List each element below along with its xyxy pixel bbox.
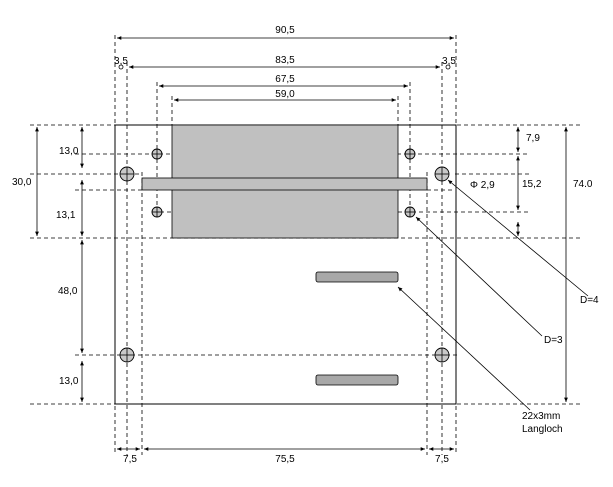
dim-48-0: 48,0 xyxy=(58,286,78,297)
slot-upper xyxy=(315,271,399,283)
mounting-bracket xyxy=(141,177,428,191)
dim-phi-2-9: Φ 2,9 xyxy=(470,180,495,191)
callout-slot-size: 22x3mm xyxy=(522,411,560,422)
dim-13-1: 13,1 xyxy=(56,210,76,221)
callout-d3: D=3 xyxy=(544,335,563,346)
dim-90-5: 90,5 xyxy=(275,25,295,36)
dim-7-5-left: 7,5 xyxy=(123,454,137,465)
dim-67-5: 67,5 xyxy=(275,74,295,85)
right-dimension-lines xyxy=(455,127,568,402)
dim-83-5: 83,5 xyxy=(275,55,295,66)
hole-d4-bottom-right xyxy=(434,347,450,363)
dim-59-0: 59,0 xyxy=(275,89,295,100)
callout-d4: D=4 xyxy=(580,295,599,306)
dim-13-0-bottom: 13,0 xyxy=(59,376,79,387)
dim-30-0: 30,0 xyxy=(12,177,32,188)
dim-3-5-right: 3,5 xyxy=(442,56,456,67)
hole-d3-lower-left xyxy=(151,206,163,218)
dim-7-9: 7,9 xyxy=(526,133,540,144)
dim-7-5-right: 7,5 xyxy=(435,454,449,465)
callout-slot-name: Langloch xyxy=(522,424,563,435)
hole-d3-lower-right xyxy=(404,206,416,218)
dim-74-0: 74.0 xyxy=(573,179,593,190)
hole-d4-top-left xyxy=(119,166,135,182)
hole-d4-bottom-left xyxy=(119,347,135,363)
hole-d3-upper-left xyxy=(151,148,163,160)
extension-lines xyxy=(30,35,580,455)
dim-15-2: 15,2 xyxy=(522,179,542,190)
left-dimension-lines xyxy=(35,127,84,402)
leader-lines xyxy=(397,179,589,411)
top-dimension-lines xyxy=(117,36,454,102)
dim-75-5: 75,5 xyxy=(275,454,295,465)
dim-13-0-top: 13,0 xyxy=(59,146,79,157)
hole-d4-top-right xyxy=(434,166,450,182)
hole-d3-upper-right xyxy=(404,148,416,160)
dim-3-5-left: 3,5 xyxy=(114,56,128,67)
slot-lower xyxy=(315,374,399,386)
